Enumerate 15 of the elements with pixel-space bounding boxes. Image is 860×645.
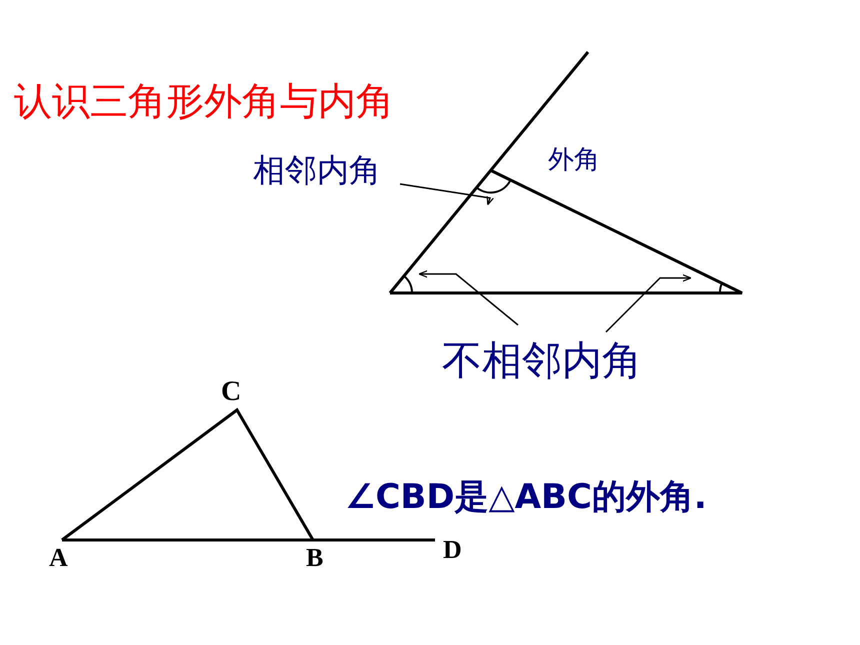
vertex-label: B — [306, 543, 324, 573]
title: 认识三角形外角与内角 — [14, 80, 394, 124]
angle-arc — [719, 282, 723, 294]
angle-label: 外角 — [548, 146, 600, 176]
angle-label: 相邻内角 — [253, 152, 381, 189]
vertex-label: D — [443, 535, 462, 565]
vertex-label: C — [221, 376, 242, 408]
angle-arc — [475, 180, 511, 194]
statement-text: ∠CBD是△ABC的外角. — [345, 478, 707, 518]
angle-arc — [403, 275, 413, 294]
angle-label: 不相邻内角 — [442, 338, 642, 384]
leader-line — [400, 183, 494, 206]
leader-line — [418, 270, 518, 326]
leader-line — [605, 274, 692, 333]
vertex-label: A — [49, 543, 68, 573]
